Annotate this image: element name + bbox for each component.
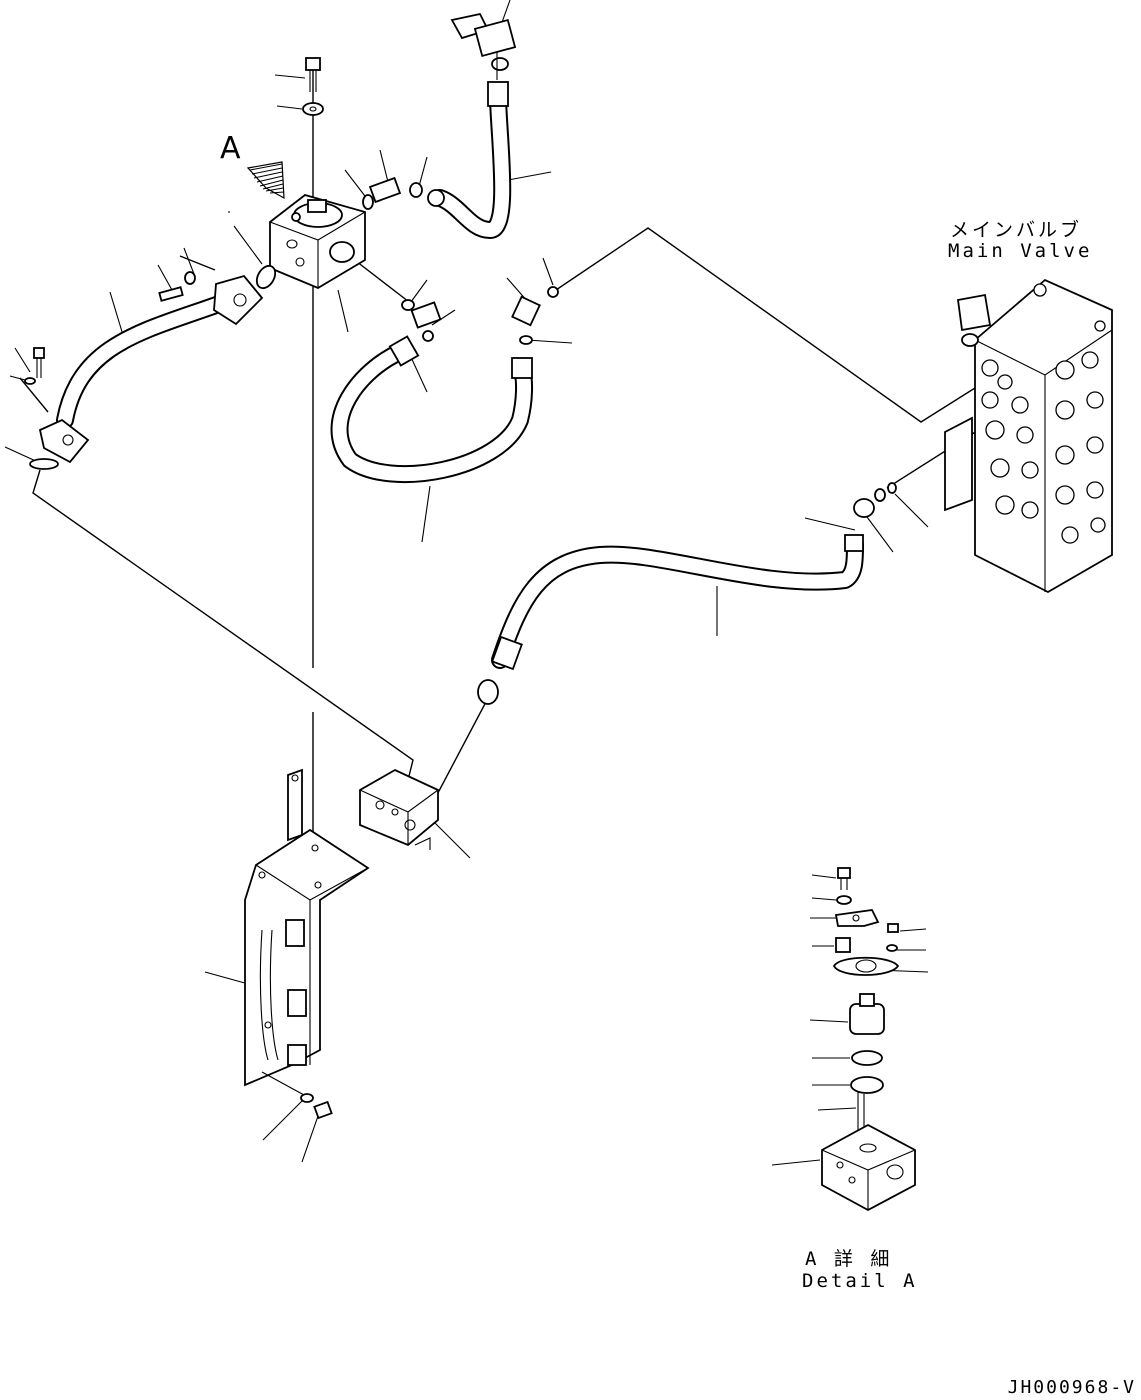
valve-block-a [228, 194, 366, 290]
detail-a-label-en: Detail A [802, 1270, 918, 1292]
left-bolts [24, 271, 196, 385]
middle-fittings [401, 286, 559, 345]
view-arrow-a [246, 161, 285, 200]
top-bolt [302, 57, 324, 116]
o-ring [255, 264, 277, 290]
detail-a-stack [771, 867, 929, 1212]
small-valve-block [359, 768, 439, 850]
top-sensor [450, 12, 517, 80]
long-right-hose [477, 482, 897, 705]
detail-a-label-jp: A 詳 細 [805, 1248, 892, 1270]
mounting-bracket [244, 768, 370, 1096]
bracket-bolts [300, 1093, 333, 1120]
connection-lines [19, 60, 1011, 846]
upper-right-hose [427, 81, 512, 239]
main-valve-label-jp: メインバルブ [950, 218, 1082, 241]
left-pipe [29, 274, 264, 470]
view-marker-a: A [220, 131, 241, 166]
main-valve [944, 278, 1113, 594]
top-elbow-fitting [362, 176, 423, 210]
drawing-code: JH000968-V [1008, 1377, 1136, 1398]
main-valve-label-en: Main Valve [948, 240, 1092, 262]
middle-hose-loop [330, 335, 534, 484]
